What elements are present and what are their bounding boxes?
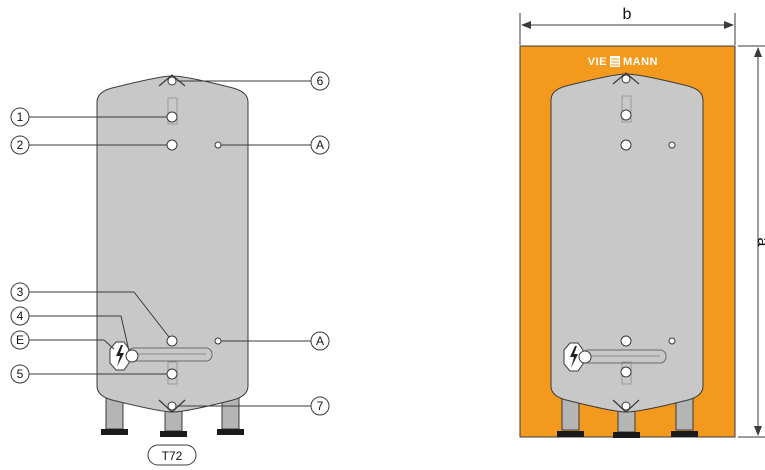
callout-1: 1 — [10, 107, 30, 127]
tank-foot-left — [101, 429, 128, 435]
inner-connection-a-top — [668, 141, 676, 149]
svg-text:4: 4 — [17, 309, 24, 323]
inner-connection-5 — [620, 366, 632, 378]
brand-logo: VIE MANN — [588, 56, 658, 68]
callout-3: 3 — [10, 282, 30, 302]
connection-a-bottom — [214, 337, 222, 345]
svg-text:7: 7 — [317, 399, 324, 413]
tank-body — [96, 75, 249, 413]
svg-text:a: a — [754, 238, 765, 247]
bare-tank: 1 2 3 4 E 5 6 A — [10, 71, 330, 466]
inner-connection-a-bottom — [668, 337, 676, 345]
callout-4: 4 — [10, 306, 30, 326]
inner-connection-1 — [620, 109, 632, 121]
svg-text:VIE: VIE — [588, 56, 607, 68]
leader-lines — [29, 80, 311, 407]
connection-a-top — [214, 141, 222, 149]
connection-6 — [167, 76, 177, 86]
dimension-a: a — [738, 45, 765, 438]
jacket-foot-left — [557, 431, 584, 437]
inner-connection-4 — [578, 350, 592, 364]
callout-6: 6 — [310, 71, 330, 91]
dimension-b: b — [519, 6, 736, 45]
connection-5 — [166, 368, 178, 380]
callout-7: 7 — [310, 396, 330, 416]
connection-3 — [166, 335, 178, 347]
jacket-foot-right — [671, 431, 698, 437]
svg-text:E: E — [16, 333, 24, 347]
svg-text:MANN: MANN — [623, 56, 658, 68]
model-label: T72 — [147, 444, 197, 466]
inner-bottom-bracket — [612, 399, 640, 413]
svg-text:2: 2 — [17, 138, 24, 152]
anode-slot-top — [167, 97, 178, 125]
inner-connection-3 — [620, 335, 632, 347]
svg-text:5: 5 — [17, 367, 24, 381]
top-bracket — [158, 74, 186, 87]
callout-a-bottom: A — [310, 331, 330, 351]
inner-tank-body — [550, 73, 704, 413]
svg-text:T72: T72 — [162, 449, 183, 463]
connection-1 — [166, 111, 178, 123]
svg-text:A: A — [316, 138, 324, 152]
connection-4 — [125, 349, 139, 363]
svg-text:1: 1 — [17, 110, 24, 124]
bottom-bracket — [158, 399, 186, 413]
svg-text:b: b — [623, 6, 632, 23]
callout-a-top: A — [310, 135, 330, 155]
tank-foot-right — [217, 429, 244, 435]
inner-connection-7 — [621, 401, 631, 411]
jacket-foot-middle — [613, 432, 640, 438]
callout-e: E — [10, 330, 30, 350]
svg-text:A: A — [316, 334, 324, 348]
inner-top-bracket — [612, 72, 640, 85]
inner-connection-2 — [620, 139, 632, 151]
svg-text:3: 3 — [17, 285, 24, 299]
jacketed-tank: b a VIE MANN — [519, 6, 765, 438]
inner-slot-top — [621, 95, 632, 123]
callout-5: 5 — [10, 364, 30, 384]
tank-foot-middle — [160, 431, 187, 437]
connection-2 — [166, 139, 178, 151]
callout-2: 2 — [10, 135, 30, 155]
svg-text:6: 6 — [317, 74, 324, 88]
inner-connection-6 — [621, 74, 631, 84]
connection-7 — [167, 401, 177, 411]
